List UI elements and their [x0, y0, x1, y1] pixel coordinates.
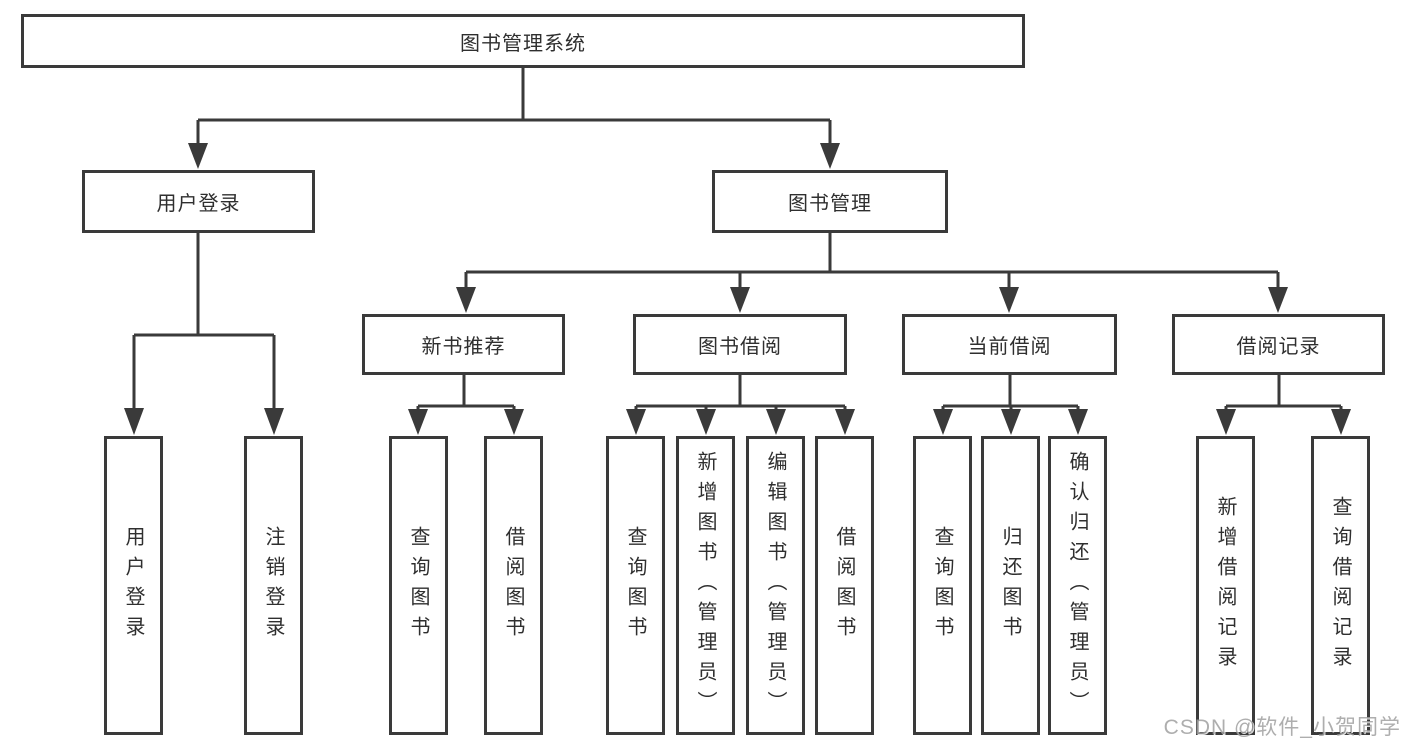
node-user-login: 用户登录 — [82, 170, 315, 233]
connector-root-to-level2 — [188, 68, 840, 169]
connector-current-borrow-to-leaves — [933, 375, 1088, 435]
node-new-book-recommend: 新书推荐 — [362, 314, 565, 375]
arrowhead-icon — [1001, 409, 1021, 435]
node-label: 图书管理 — [788, 193, 872, 215]
node-borrow-records: 借阅记录 — [1172, 314, 1385, 375]
arrowhead-icon — [188, 143, 208, 169]
leaf-cb-return-books: 归还图书 — [981, 436, 1040, 735]
leaf-label: 确认归还（管理员） — [1066, 450, 1088, 721]
arrowhead-icon — [766, 409, 786, 435]
connector-user-login-to-leaves — [124, 233, 284, 435]
arrowhead-icon — [933, 409, 953, 435]
arrowhead-icon — [1216, 409, 1236, 435]
leaf-label: 用户登录 — [122, 525, 144, 646]
leaf-label: 新增借阅记录 — [1214, 495, 1236, 676]
leaf-label: 编辑图书（管理员） — [764, 450, 786, 721]
connector-new-books-to-leaves — [408, 375, 524, 435]
leaf-cb-confirm-return-admin: 确认归还（管理员） — [1048, 436, 1107, 735]
arrowhead-icon — [504, 409, 524, 435]
connector-borrow-records-to-leaves — [1216, 375, 1351, 435]
arrowhead-icon — [730, 287, 750, 313]
leaf-label: 新增图书（管理员） — [694, 450, 716, 721]
leaf-label: 查询图书 — [931, 525, 953, 646]
node-label: 图书管理系统 — [460, 32, 586, 55]
leaf-br-query-record: 查询借阅记录 — [1311, 436, 1370, 735]
arrowhead-icon — [820, 143, 840, 169]
arrowhead-icon — [456, 287, 476, 313]
node-book-borrow: 图书借阅 — [633, 314, 847, 375]
arrowhead-icon — [1331, 409, 1351, 435]
arrowhead-icon — [124, 408, 144, 435]
leaf-label: 借阅图书 — [502, 525, 524, 646]
arrowhead-icon — [835, 409, 855, 435]
arrowhead-icon — [626, 409, 646, 435]
arrowhead-icon — [1068, 409, 1088, 435]
leaf-bb-edit-books-admin: 编辑图书（管理员） — [746, 436, 805, 735]
leaf-logout-login: 注销登录 — [244, 436, 303, 735]
arrowhead-icon — [264, 408, 284, 435]
leaf-label: 归还图书 — [999, 525, 1021, 646]
leaf-nb-query-books: 查询图书 — [389, 436, 448, 735]
leaf-label: 查询借阅记录 — [1329, 495, 1351, 676]
arrowhead-icon — [1268, 287, 1288, 313]
leaf-label: 借阅图书 — [833, 525, 855, 646]
node-label: 当前借阅 — [967, 336, 1052, 358]
node-label: 新书推荐 — [421, 336, 506, 358]
arrowhead-icon — [999, 287, 1019, 313]
leaf-cb-query-books: 查询图书 — [913, 436, 972, 735]
leaf-label: 查询图书 — [407, 525, 429, 646]
arrowhead-icon — [696, 409, 716, 435]
leaf-bb-add-books-admin: 新增图书（管理员） — [676, 436, 735, 735]
leaf-label: 注销登录 — [262, 525, 284, 646]
leaf-label: 查询图书 — [624, 525, 646, 646]
node-library-system: 图书管理系统 — [21, 14, 1025, 68]
leaf-user-login: 用户登录 — [104, 436, 163, 735]
node-book-management: 图书管理 — [712, 170, 948, 233]
node-current-borrow: 当前借阅 — [902, 314, 1117, 375]
leaf-nb-borrow-books: 借阅图书 — [484, 436, 543, 735]
leaf-bb-query-books: 查询图书 — [606, 436, 665, 735]
connector-book-management-to-level3 — [456, 233, 1288, 313]
node-label: 用户登录 — [156, 193, 241, 215]
connector-book-borrow-to-leaves — [626, 375, 855, 435]
node-label: 图书借阅 — [698, 336, 782, 358]
leaf-bb-borrow-books: 借阅图书 — [815, 436, 874, 735]
node-label: 借阅记录 — [1236, 336, 1321, 358]
arrowhead-icon — [408, 409, 428, 435]
leaf-br-add-record: 新增借阅记录 — [1196, 436, 1255, 735]
